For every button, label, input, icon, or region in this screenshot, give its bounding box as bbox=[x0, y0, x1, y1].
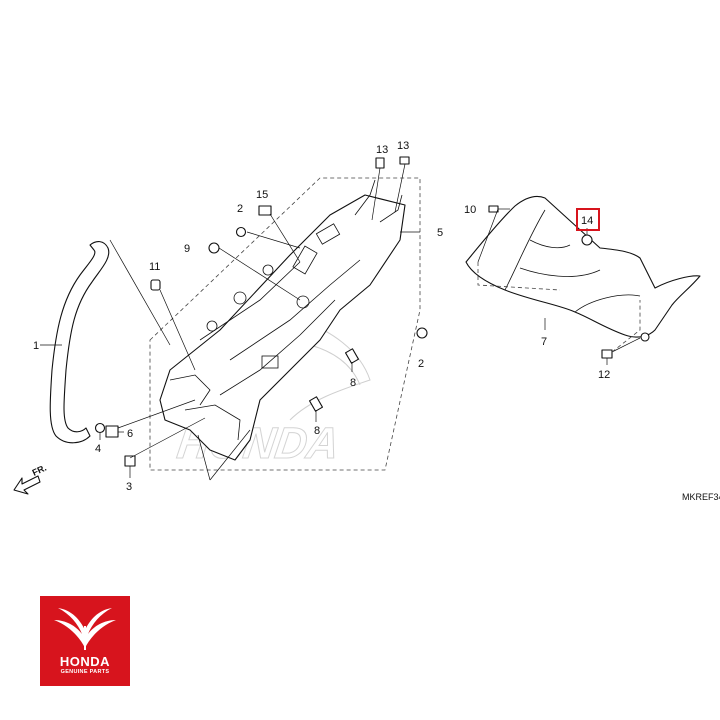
callout-1: 1 bbox=[33, 340, 39, 352]
clip-14 bbox=[581, 234, 593, 246]
callout-6: 6 bbox=[127, 428, 133, 440]
leader-lines bbox=[40, 163, 641, 481]
callout-8-upper: 8 bbox=[350, 377, 356, 389]
grommet-4 bbox=[94, 422, 106, 434]
fasteners bbox=[94, 156, 650, 467]
honda-wing-icon bbox=[54, 608, 116, 650]
rubber-grommet-2-right bbox=[416, 327, 428, 339]
clip-15 bbox=[258, 205, 272, 216]
callout-15: 15 bbox=[256, 189, 268, 201]
callout-2-right: 2 bbox=[418, 358, 424, 370]
collar-11 bbox=[150, 279, 161, 291]
cowl-mount-lines bbox=[477, 262, 641, 353]
callout-9: 9 bbox=[184, 243, 190, 255]
callout-5: 5 bbox=[437, 227, 443, 239]
front-arrow-icon bbox=[13, 475, 41, 495]
callout-7: 7 bbox=[541, 336, 547, 348]
logo-brand: HONDA bbox=[59, 654, 111, 669]
clip-3 bbox=[124, 455, 136, 467]
screw-13-right bbox=[399, 156, 410, 165]
reference-code: MKREF34 bbox=[682, 492, 720, 502]
callout-10: 10 bbox=[464, 204, 476, 216]
cowl-boss bbox=[640, 332, 650, 342]
callout-12: 12 bbox=[598, 369, 610, 381]
tube-part bbox=[49, 241, 110, 444]
callout-14: 14 bbox=[581, 215, 593, 227]
highlight-box-14 bbox=[576, 208, 600, 231]
screw-8-lower bbox=[308, 396, 324, 412]
screw-12 bbox=[601, 349, 613, 359]
screw-8-upper bbox=[344, 348, 360, 364]
callout-13-left: 13 bbox=[376, 144, 388, 156]
rubber-grommet-2-top bbox=[235, 226, 247, 238]
nut-9 bbox=[208, 242, 220, 254]
inner-fender-part bbox=[159, 179, 406, 461]
callout-4: 4 bbox=[95, 443, 101, 455]
callout-3: 3 bbox=[126, 481, 132, 493]
clip-6 bbox=[105, 425, 119, 438]
front-label: FR. bbox=[31, 463, 48, 478]
screw-13-left bbox=[375, 157, 385, 169]
front-direction-indicator: FR. bbox=[13, 463, 48, 495]
callout-11: 11 bbox=[149, 261, 160, 273]
rear-cowl-part bbox=[465, 195, 701, 338]
callout-2-top: 2 bbox=[237, 203, 243, 215]
honda-genuine-parts-logo: HONDA GENUINE PARTS bbox=[40, 596, 130, 686]
frame-assembly-outline bbox=[149, 177, 421, 471]
callout-13-right: 13 bbox=[397, 140, 409, 152]
callout-8-lower: 8 bbox=[314, 425, 320, 437]
screw-10 bbox=[488, 205, 499, 213]
logo-tagline: GENUINE PARTS bbox=[60, 669, 110, 675]
callout-labels: 1 2 2 3 4 5 6 7 8 8 9 10 11 12 13 13 14 … bbox=[33, 140, 610, 493]
